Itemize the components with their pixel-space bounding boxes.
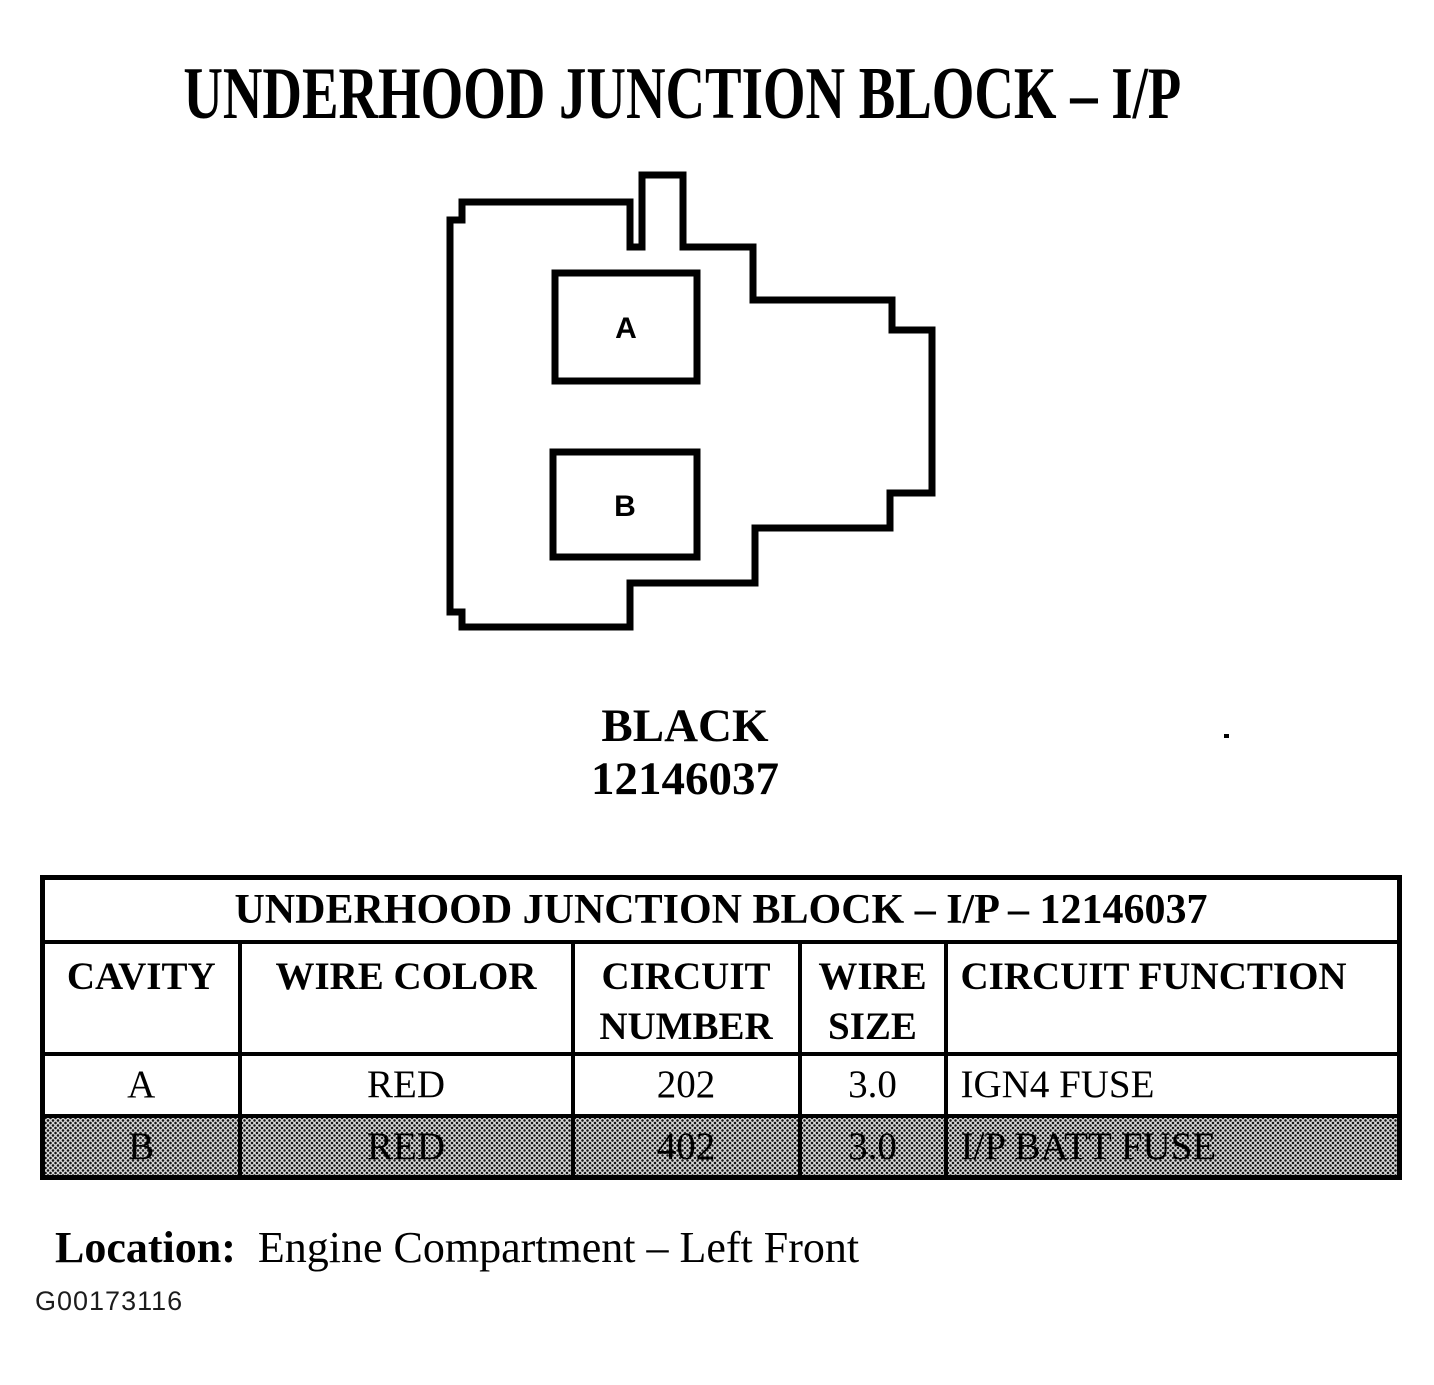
col-header-wire-size: WIRE SIZE bbox=[797, 939, 948, 1056]
col-header-circuit-function: CIRCUIT FUNCTION bbox=[943, 939, 1402, 1056]
scan-speck bbox=[1224, 734, 1229, 738]
location-value: Engine Compartment – Left Front bbox=[257, 1223, 860, 1272]
figure-id: G00173116 bbox=[35, 1286, 184, 1316]
cell-wire-color: RED bbox=[237, 1113, 575, 1180]
cavity-a-label: A bbox=[615, 312, 637, 345]
col-header-cavity: CAVITY bbox=[40, 939, 242, 1056]
cell-circuit-number: 402 bbox=[570, 1113, 802, 1180]
location-line: Location: Engine Compartment – Left Front bbox=[55, 1222, 859, 1273]
table-title-row: UNDERHOOD JUNCTION BLOCK – I/P – 1214603… bbox=[40, 875, 1402, 944]
cavity-b-label: B bbox=[614, 490, 636, 523]
table-row-b: B RED 402 3.0 I/P BATT FUSE bbox=[40, 1113, 1402, 1180]
connector-diagram: A B bbox=[446, 171, 936, 631]
location-label: Location: bbox=[55, 1223, 236, 1272]
cell-wire-size: 3.0 bbox=[797, 1051, 948, 1118]
cell-circuit-function: I/P BATT FUSE bbox=[943, 1113, 1402, 1180]
table-title: UNDERHOOD JUNCTION BLOCK – I/P – 1214603… bbox=[40, 875, 1402, 944]
table-row-a: A RED 202 3.0 IGN4 FUSE bbox=[40, 1051, 1402, 1118]
cell-wire-size: 3.0 bbox=[797, 1113, 948, 1180]
cell-cavity: A bbox=[40, 1051, 242, 1118]
cell-cavity: B bbox=[40, 1113, 242, 1180]
cavity-b-box bbox=[549, 448, 701, 561]
cell-wire-color: RED bbox=[237, 1051, 575, 1118]
page-title: UNDERHOOD JUNCTION BLOCK – I/P bbox=[0, 52, 1364, 137]
col-header-wire-color: WIRE COLOR bbox=[237, 939, 575, 1056]
connector-color-label: BLACK bbox=[601, 700, 769, 752]
connector-outline bbox=[446, 171, 936, 631]
pinout-table: UNDERHOOD JUNCTION BLOCK – I/P – 1214603… bbox=[40, 875, 1403, 1180]
cavity-a-box bbox=[551, 269, 701, 385]
connector-part-number: 12146037 bbox=[591, 753, 779, 805]
table-header-row: CAVITY WIRE COLOR CIRCUIT NUMBER WIRE SI… bbox=[40, 939, 1402, 1056]
page-title-text: UNDERHOOD JUNCTION BLOCK – I/P bbox=[183, 53, 1181, 135]
cell-circuit-function: IGN4 FUSE bbox=[943, 1051, 1402, 1118]
cell-circuit-number: 202 bbox=[570, 1051, 802, 1118]
connector-caption: BLACK 12146037 bbox=[0, 700, 1370, 806]
col-header-circuit-number: CIRCUIT NUMBER bbox=[570, 939, 802, 1056]
